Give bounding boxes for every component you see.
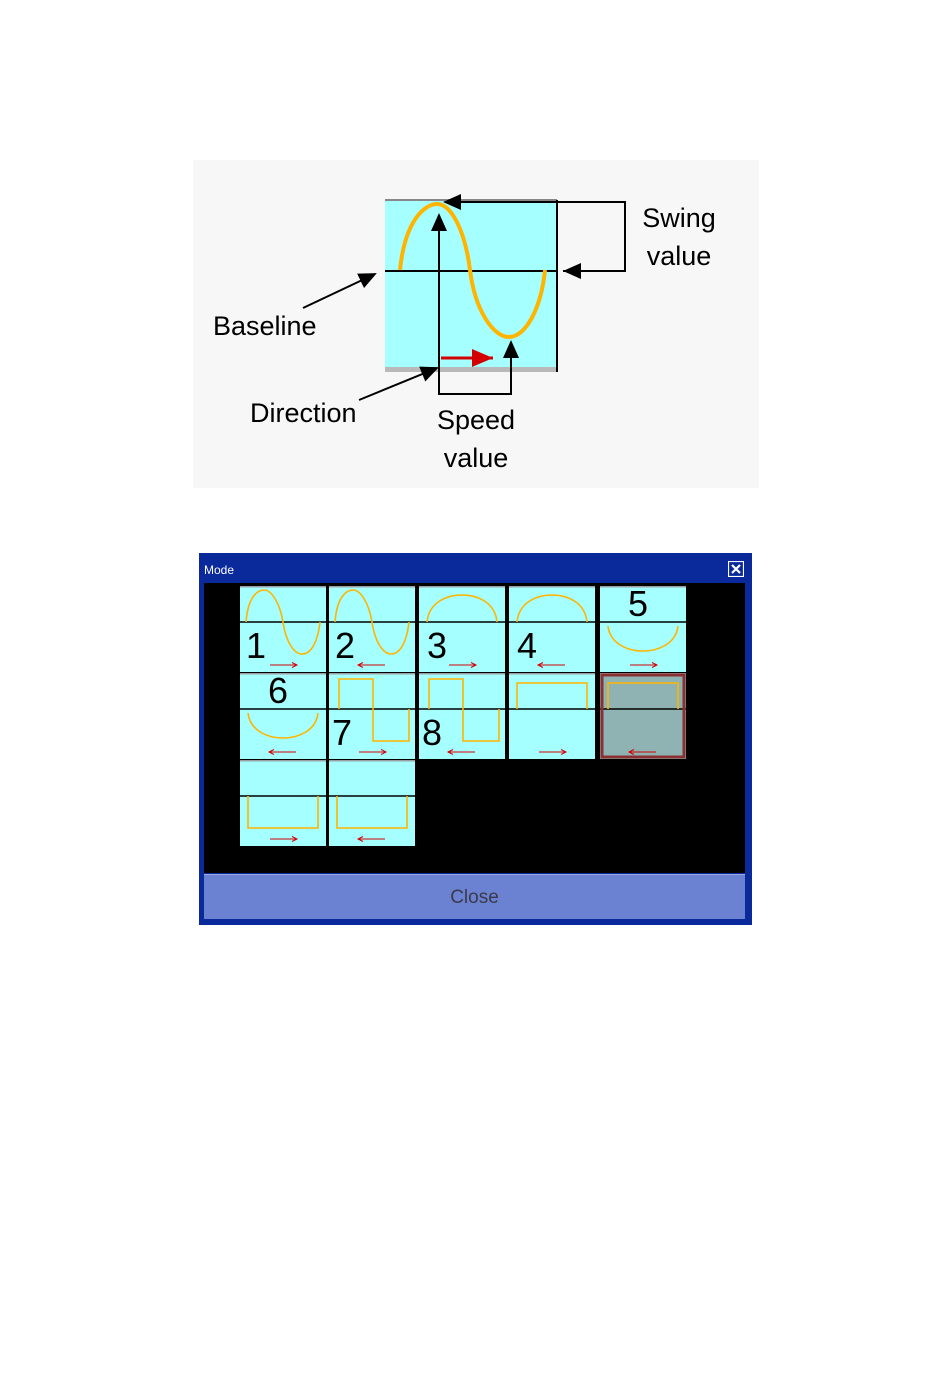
- mode-dialog: Mode 1 2 3 4 5 6 7 8 Close: [199, 553, 752, 925]
- mode-tile-6[interactable]: 6: [240, 673, 326, 759]
- tile-number: 4: [517, 628, 537, 664]
- swing-label-line2: value: [629, 243, 729, 270]
- tile-number: 6: [268, 673, 288, 709]
- direction-pointer: [359, 368, 437, 400]
- wave-diagram: Swing value Baseline Direction Speed val…: [193, 160, 759, 488]
- swing-label: Swing value: [629, 205, 729, 270]
- close-button-label: Close: [204, 887, 745, 909]
- mode-tile-9[interactable]: [509, 673, 595, 759]
- direction-label: Direction: [250, 400, 357, 427]
- close-x-icon[interactable]: [728, 561, 744, 577]
- tile-number: 5: [628, 586, 648, 622]
- dialog-title: Mode: [204, 563, 234, 577]
- baseline-label: Baseline: [213, 313, 317, 340]
- speed-label-line1: Speed: [426, 407, 526, 434]
- mode-grid: 1 2 3 4 5 6 7 8: [204, 583, 745, 873]
- baseline-pointer: [303, 274, 375, 308]
- tile-number: 3: [427, 628, 447, 664]
- tile-number: 8: [422, 715, 442, 751]
- mode-tile-8[interactable]: 8: [419, 673, 505, 759]
- tile-number: 1: [246, 628, 266, 664]
- mode-tile-5[interactable]: 5: [600, 586, 686, 672]
- tile-number: 2: [335, 628, 355, 664]
- mode-tile-graphic: [509, 673, 595, 759]
- mode-tile-graphic: [329, 760, 415, 846]
- speed-label-line2: value: [426, 445, 526, 472]
- mode-tile-3[interactable]: 3: [419, 586, 505, 672]
- mode-tile-12[interactable]: [329, 760, 415, 846]
- speed-label: Speed value: [426, 407, 526, 472]
- swing-label-line1: Swing: [629, 205, 729, 232]
- close-button[interactable]: Close: [204, 874, 745, 919]
- mode-tile-4[interactable]: 4: [509, 586, 595, 672]
- mode-tile-11[interactable]: [240, 760, 326, 846]
- mode-tile-2[interactable]: 2: [329, 586, 415, 672]
- mode-tile-graphic: [240, 760, 326, 846]
- panel-bottom-bar: [385, 367, 557, 372]
- mode-tile-7[interactable]: 7: [329, 673, 415, 759]
- dialog-titlebar: Mode: [199, 553, 752, 583]
- tile-number: 7: [332, 715, 352, 751]
- mode-tile-10[interactable]: [600, 673, 686, 759]
- mode-tile-graphic: [600, 673, 686, 759]
- mode-tile-1[interactable]: 1: [240, 586, 326, 672]
